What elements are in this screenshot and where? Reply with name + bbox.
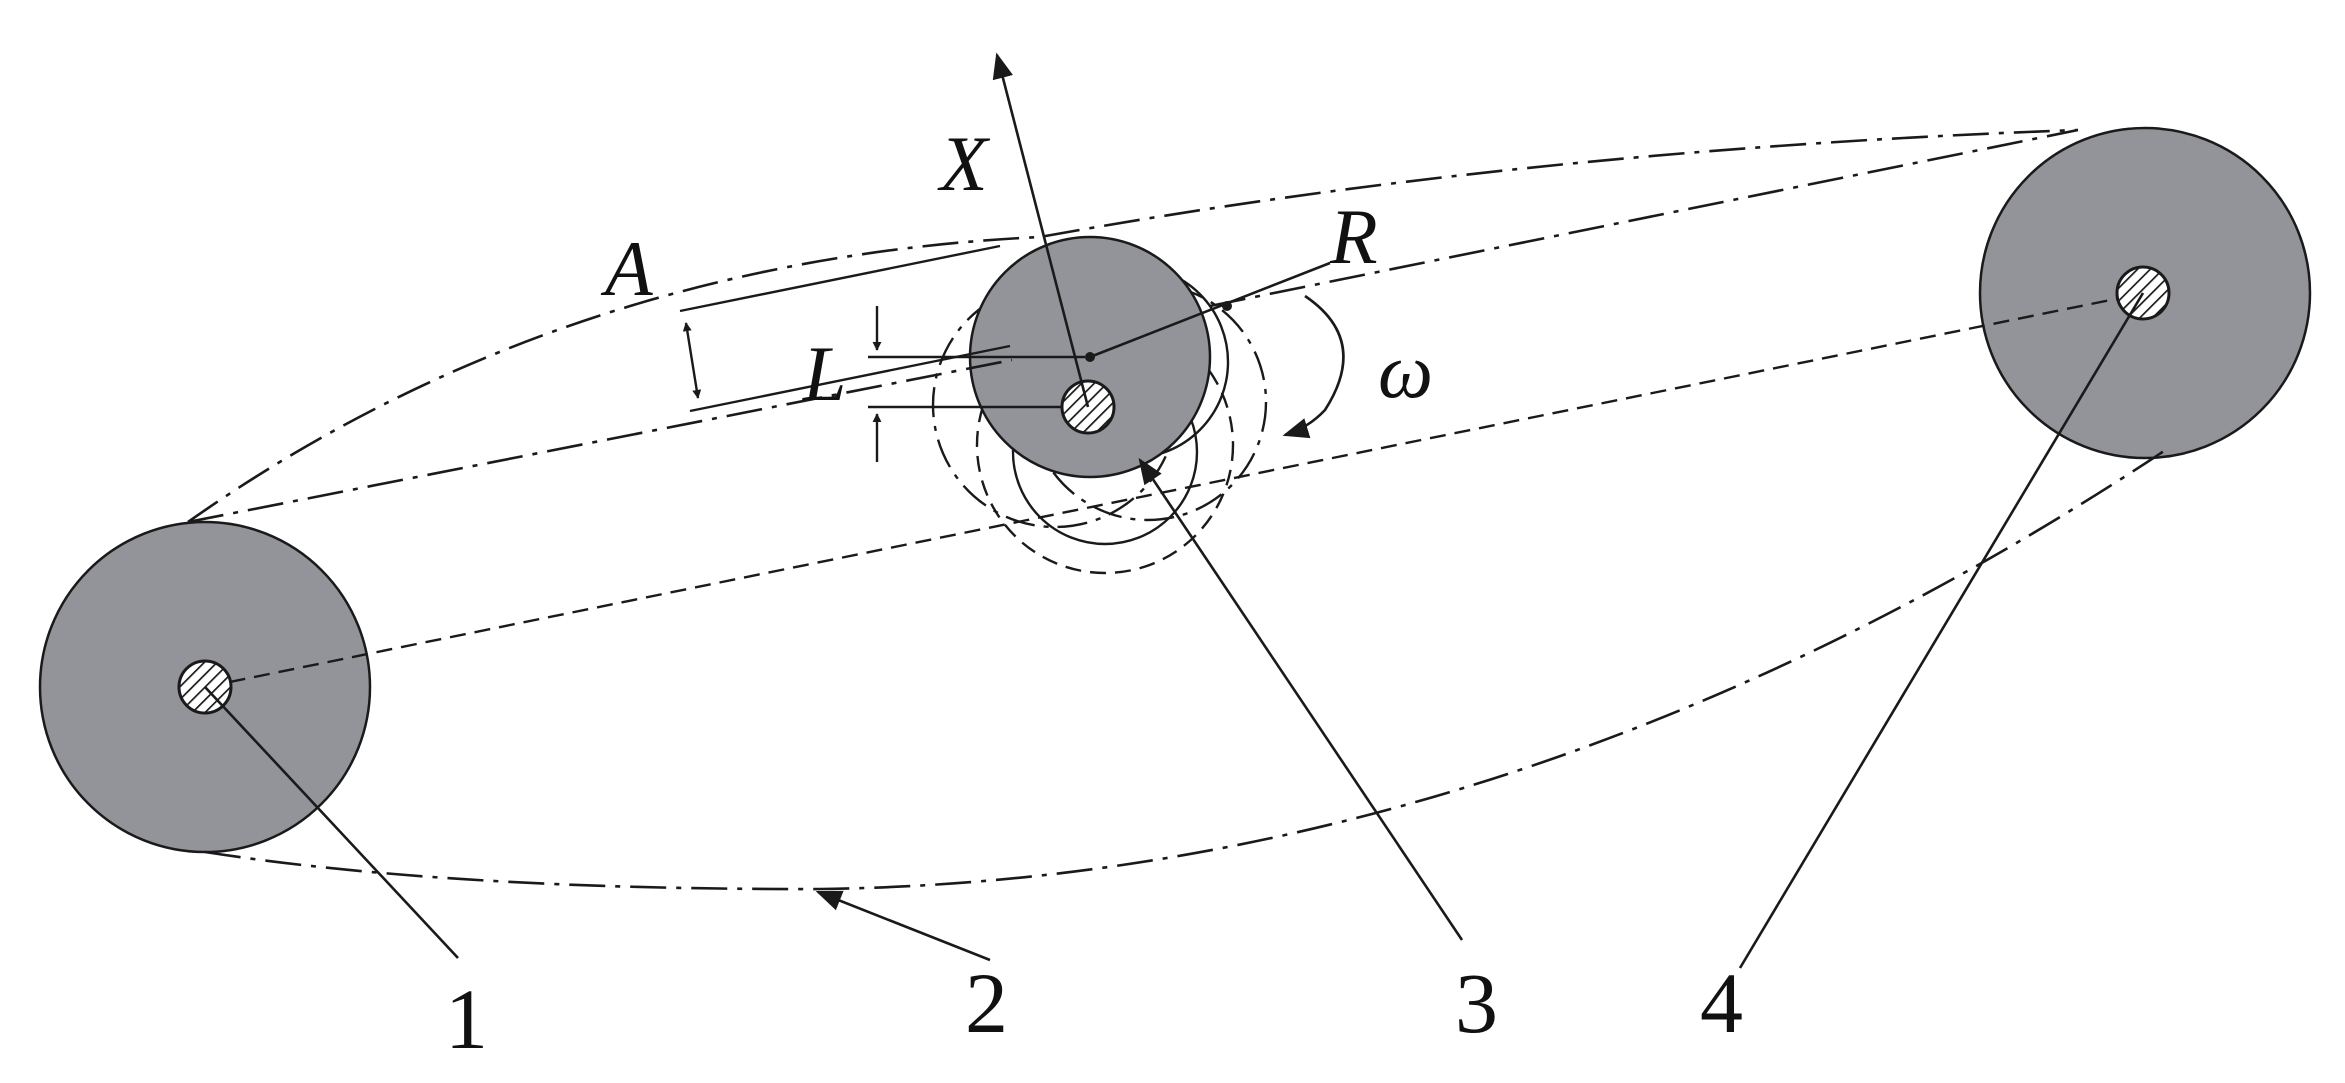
callout-leader-3 xyxy=(1138,457,1464,941)
callout-leader-4 xyxy=(1738,292,2145,969)
x-axis-arrow xyxy=(992,52,1090,408)
label-offset: L xyxy=(802,330,846,417)
rotation-arrow xyxy=(1282,294,1345,439)
belt xyxy=(187,128,2171,891)
callout-leader-1 xyxy=(204,686,459,959)
callout-2: 2 xyxy=(965,955,1008,1051)
offset-dimension xyxy=(868,306,1085,462)
radius-line xyxy=(1089,261,1331,359)
callout-1: 1 xyxy=(445,971,488,1067)
label-angular-velocity: ω xyxy=(1378,327,1433,414)
center-line xyxy=(204,291,2146,689)
callout-leader-2 xyxy=(815,890,991,962)
label-amplitude: A xyxy=(600,225,653,312)
callout-4: 4 xyxy=(1700,955,1743,1051)
callout-3: 3 xyxy=(1455,955,1498,1051)
label-x-axis: X xyxy=(937,120,991,207)
radius-end-dot xyxy=(1222,301,1232,311)
label-radius: R xyxy=(1329,193,1378,280)
